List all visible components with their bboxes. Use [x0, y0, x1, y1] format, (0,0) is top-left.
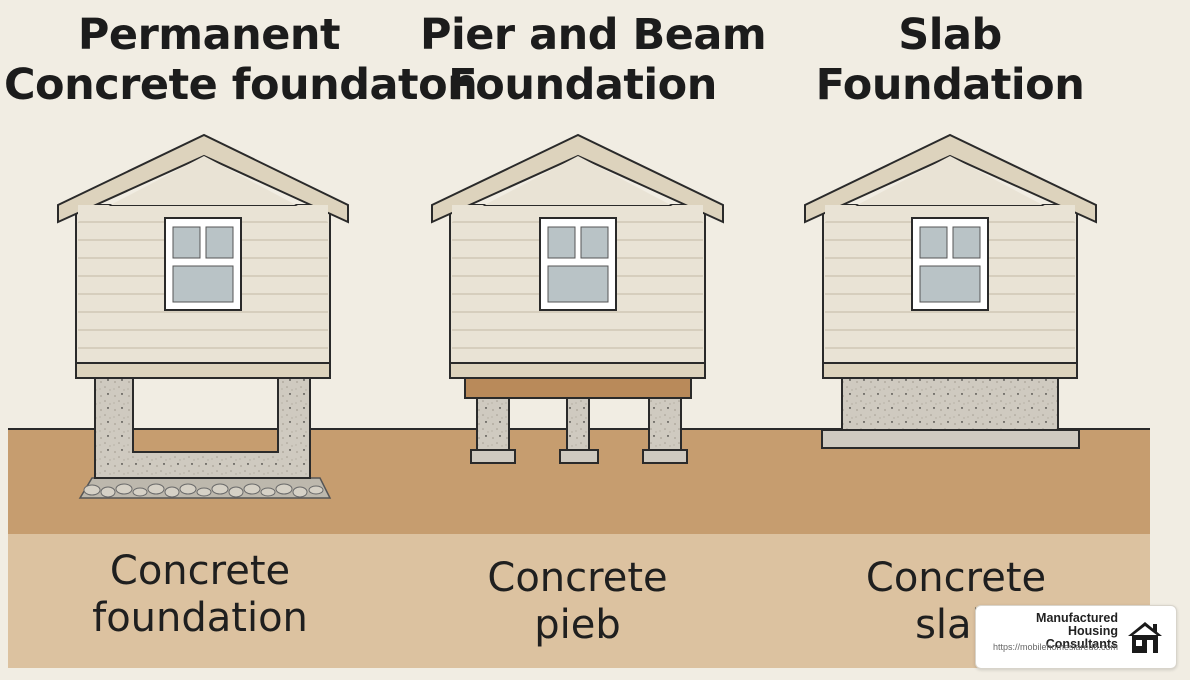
brand-name-line: Consultants: [1045, 637, 1118, 651]
roof: [431, 133, 724, 224]
title-slab: Slab Foundation: [800, 10, 1100, 110]
window: [911, 217, 989, 311]
label-line: Concrete: [109, 548, 291, 594]
slab-foundation: [821, 377, 1080, 449]
brand-badge[interactable]: Manufactured Housing Consultants https:/…: [975, 605, 1177, 669]
label-line: Concrete: [865, 555, 1047, 601]
window: [539, 217, 617, 311]
label-line: Concrete: [487, 555, 668, 601]
slab-base: [821, 429, 1080, 449]
pier-foundation: [464, 377, 692, 464]
title-permanent: Permanent Concrete foundaton: [4, 10, 478, 110]
title-line: Foundation: [448, 60, 717, 110]
sill-board: [822, 362, 1078, 379]
label-permanent: Concrete foundation: [60, 548, 340, 642]
brand-name-line: Manufactured Housing: [1036, 611, 1118, 638]
pier-left: [476, 397, 510, 451]
title-line: Permanent: [77, 10, 341, 60]
label-line: pieb: [534, 602, 621, 648]
title-line: Concrete foundaton: [4, 60, 478, 110]
house-slab: [804, 133, 1097, 449]
window: [164, 217, 242, 311]
title-line: Slab: [898, 10, 1002, 60]
slab-block: [841, 377, 1059, 431]
sill-board: [75, 362, 331, 379]
brand-name: Manufactured Housing Consultants: [984, 612, 1118, 651]
label-line: foundation: [92, 595, 308, 641]
house-permanent: [57, 133, 349, 499]
wood-beam: [464, 377, 692, 399]
soil-bottom-layer: [8, 534, 1150, 668]
roof: [804, 133, 1097, 224]
house-logo-icon: [1128, 622, 1162, 653]
house-pier-and-beam: [431, 133, 724, 464]
pier-right: [648, 397, 682, 451]
title-line: Pier and Beam: [420, 10, 767, 60]
permanent-foundation: [78, 377, 332, 499]
roof: [57, 133, 349, 224]
sill-board: [449, 362, 706, 379]
brand-url[interactable]: https://mobilehomeslaredo.com: [992, 642, 1118, 652]
label-pier-and-beam: Concrete pieb: [440, 555, 715, 649]
pier-center: [566, 397, 590, 451]
title-line: Foundation: [815, 60, 1085, 110]
title-pier-and-beam: Pier and Beam Foundation: [420, 10, 767, 110]
